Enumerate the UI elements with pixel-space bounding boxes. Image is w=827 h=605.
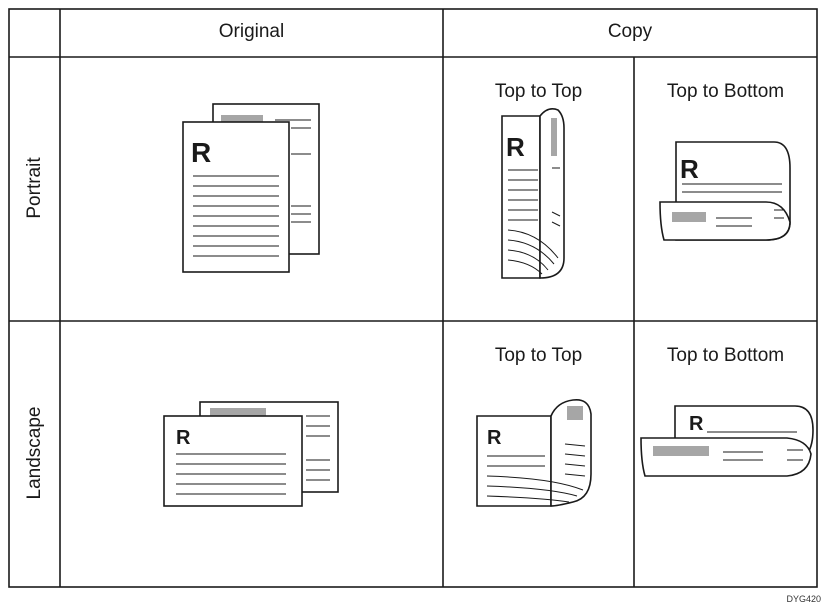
landscape-top-to-top-label: Top to Top xyxy=(494,345,583,366)
portrait-top-to-top-label: Top to Top xyxy=(494,81,583,102)
landscape-top-to-top-illustration: R xyxy=(476,398,592,507)
landscape-top-to-bottom-label: Top to Bottom xyxy=(666,345,785,366)
page-letter-r: R xyxy=(689,413,704,435)
portrait-top-to-bottom-illustration: R xyxy=(659,141,791,241)
page-letter-r: R xyxy=(487,427,502,449)
portrait-top-to-bottom-label: Top to Bottom xyxy=(666,81,785,102)
portrait-top-to-top-illustration: R xyxy=(501,108,565,279)
row-label-portrait: Portrait xyxy=(24,157,45,219)
header-original: Original xyxy=(218,21,285,42)
landscape-top-to-bottom-illustration: R xyxy=(640,405,814,477)
figure-code: DYG420 xyxy=(786,594,821,604)
page-letter-r: R xyxy=(191,137,211,168)
header-copy: Copy xyxy=(607,21,653,42)
landscape-original-illustration: R xyxy=(163,401,339,507)
page-letter-r: R xyxy=(506,132,525,162)
portrait-original-illustration: R xyxy=(182,103,320,273)
row-label-landscape: Landscape xyxy=(24,406,45,500)
page-letter-r: R xyxy=(680,154,699,184)
page-letter-r: R xyxy=(176,427,191,449)
